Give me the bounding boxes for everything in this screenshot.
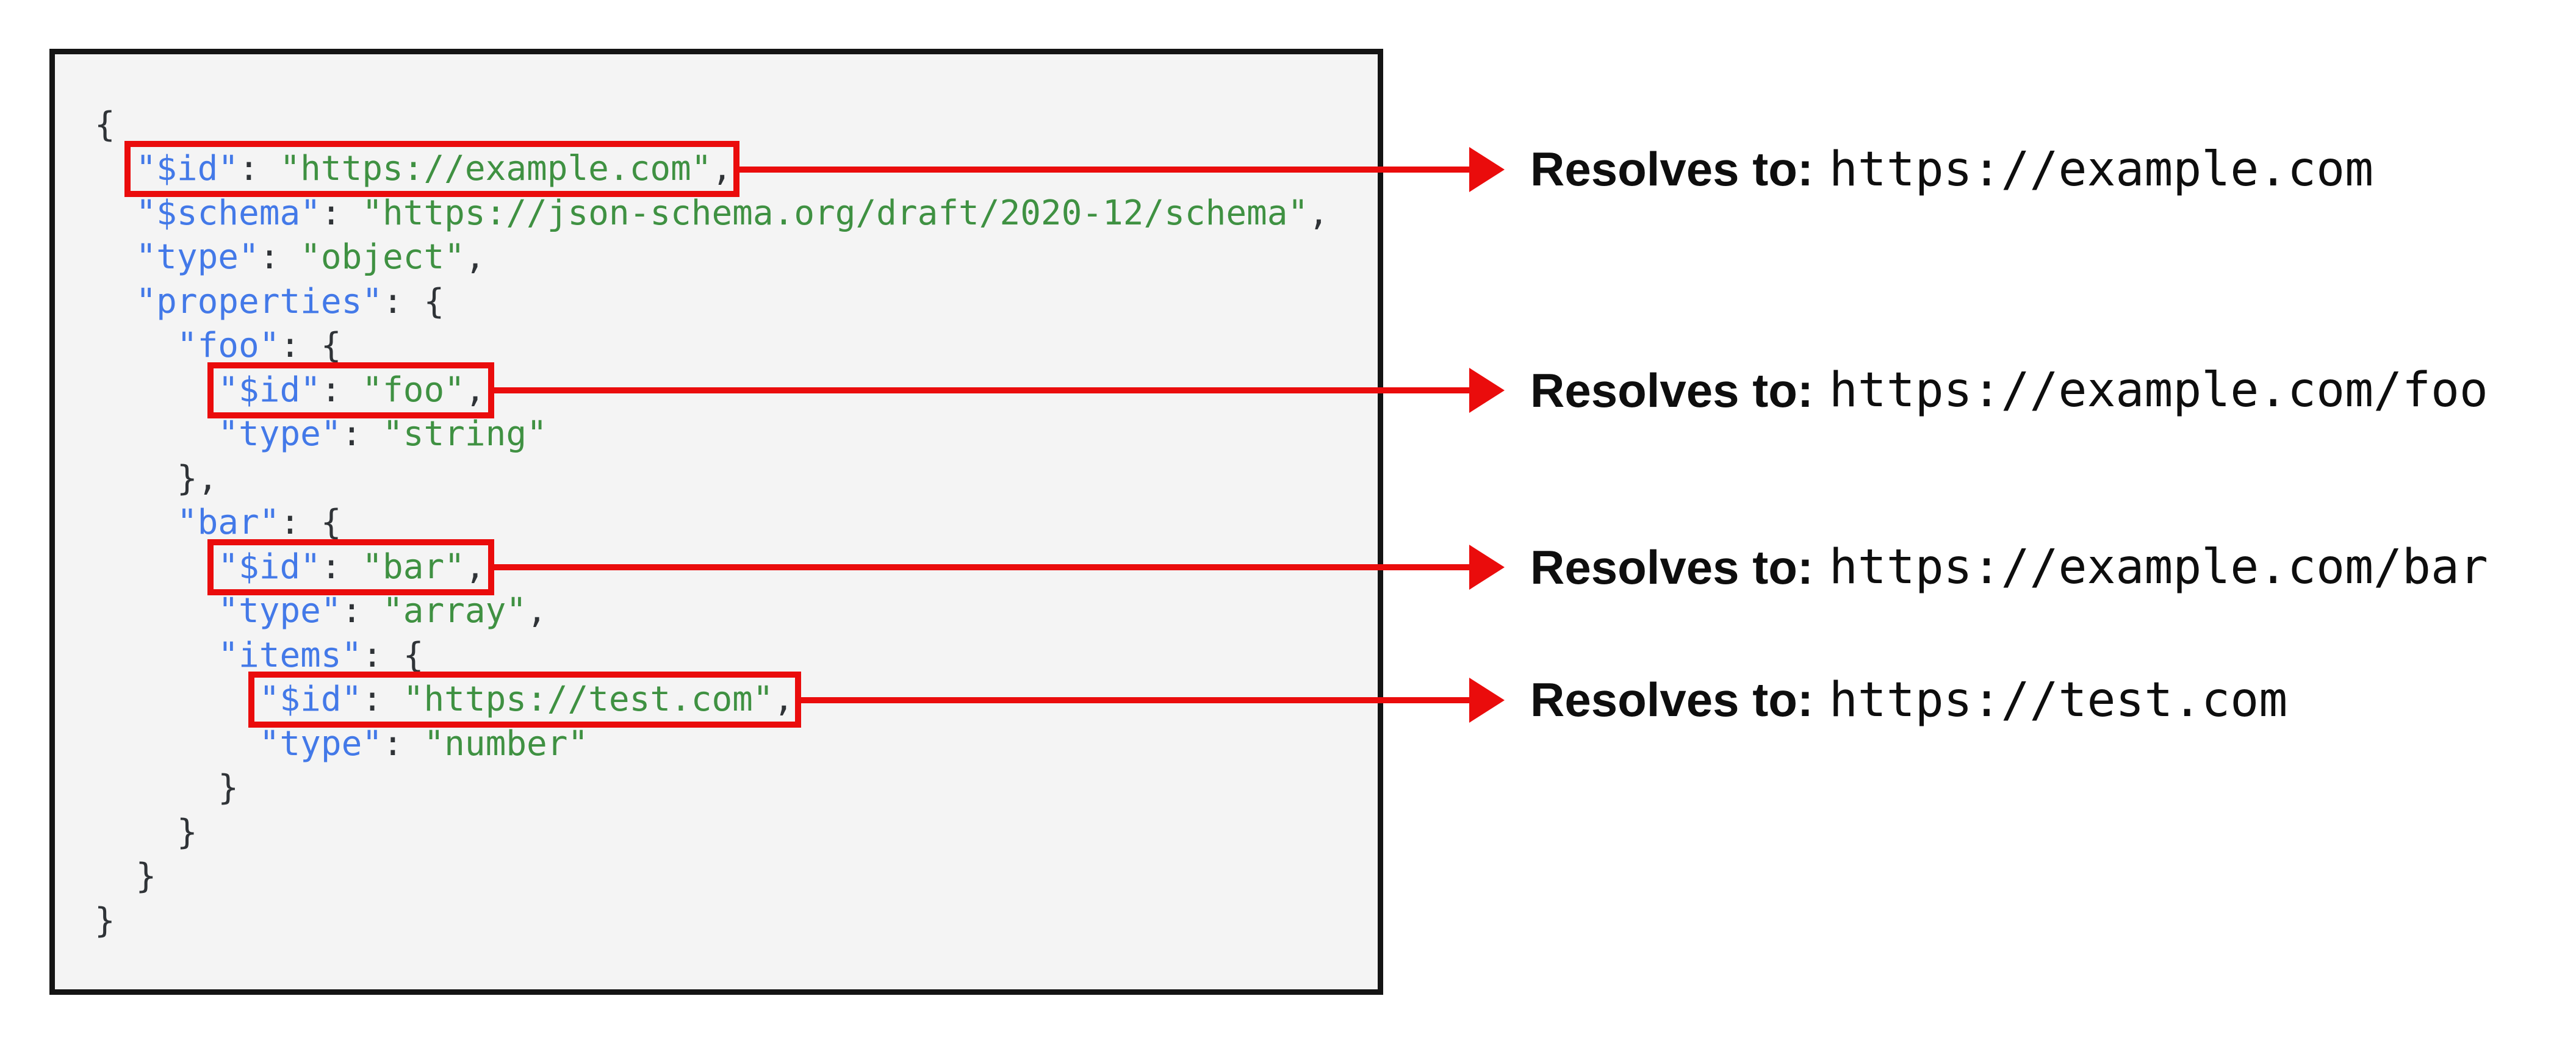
- json-punctuation: ,: [711, 149, 733, 189]
- json-string-value: "https://json-schema.org/draft/2020-12/s…: [362, 193, 1309, 233]
- json-punctuation: ,: [773, 679, 794, 720]
- arrow-head-icon-4: [1469, 677, 1505, 723]
- resolved-url-3: https://example.com/bar: [1829, 540, 2488, 595]
- json-punctuation: ,: [527, 591, 547, 631]
- json-punctuation: {: [95, 104, 115, 145]
- code-line: "$schema": "https://json-schema.org/draf…: [95, 192, 1329, 236]
- code-line-highlighted: "$id": "https://example.com",: [95, 147, 732, 192]
- highlight-box-bar-id: [207, 539, 494, 595]
- code-line: },: [95, 457, 218, 501]
- code-line: "foo": {: [95, 324, 342, 368]
- resolves-label-1: Resolves to: https://example.com: [1530, 133, 2373, 206]
- json-key: "$schema": [135, 193, 321, 233]
- json-key: "$id": [218, 547, 321, 587]
- code-line: }: [95, 811, 198, 855]
- json-punctuation: ,: [464, 547, 486, 587]
- json-punctuation: ,: [464, 370, 486, 410]
- code-line: }: [95, 899, 115, 944]
- json-punctuation: :: [320, 547, 362, 587]
- resolves-to-text-3: Resolves to:: [1530, 540, 1813, 594]
- resolved-url-4: https://test.com: [1829, 672, 2288, 728]
- arrow-line-1: [736, 166, 1469, 173]
- json-key: "type": [135, 237, 259, 278]
- json-punctuation: }: [218, 768, 239, 808]
- arrow-line-2: [491, 387, 1469, 393]
- code-line: "bar": {: [95, 501, 342, 545]
- resolves-label-3: Resolves to: https://example.com/bar: [1530, 531, 2488, 604]
- json-punctuation: },: [176, 458, 218, 498]
- arrow-head-icon-1: [1469, 146, 1505, 192]
- json-punctuation: : {: [383, 281, 445, 321]
- resolves-label-2: Resolves to: https://example.com/foo: [1530, 354, 2488, 427]
- highlight-box-root-id: [124, 141, 739, 197]
- code-line-highlighted: "$id": "https://test.com",: [95, 678, 794, 722]
- code-block-panel: [49, 49, 1383, 995]
- resolves-label-4: Resolves to: https://test.com: [1530, 664, 2287, 737]
- json-string-value: "https://example.com": [279, 149, 712, 189]
- code-line: }: [95, 766, 239, 811]
- json-punctuation: : {: [279, 503, 342, 543]
- arrow-line-3: [491, 564, 1469, 570]
- code-line: "items": {: [95, 634, 423, 678]
- json-key: "properties": [135, 281, 383, 321]
- code-line: "type": "number": [95, 722, 588, 767]
- resolves-to-text-1: Resolves to:: [1530, 142, 1813, 196]
- json-key: "bar": [176, 503, 280, 543]
- json-punctuation: :: [239, 149, 280, 189]
- json-string-value: "object": [300, 237, 465, 278]
- code-line: "type": "string": [95, 412, 547, 457]
- json-string-value: "array": [383, 591, 527, 631]
- json-string-value: "string": [383, 414, 547, 454]
- json-punctuation: ,: [464, 237, 486, 278]
- json-punctuation: :: [320, 193, 362, 233]
- resolved-url-1: https://example.com: [1829, 142, 2374, 197]
- json-punctuation: }: [176, 812, 198, 852]
- resolves-to-text-2: Resolves to:: [1530, 363, 1813, 417]
- highlight-box-items-id: [248, 672, 801, 728]
- json-punctuation: :: [383, 723, 424, 764]
- json-key: "$id": [259, 679, 362, 720]
- code-line-highlighted: "$id": "bar",: [95, 545, 486, 590]
- json-key: "$id": [218, 370, 321, 410]
- json-punctuation: :: [341, 414, 383, 454]
- json-string-value: "https://test.com": [403, 679, 774, 720]
- json-punctuation: }: [95, 900, 115, 941]
- arrow-line-4: [797, 697, 1469, 703]
- code-line: "properties": {: [95, 280, 444, 324]
- arrow-head-icon-3: [1469, 545, 1505, 590]
- arrow-head-icon-2: [1469, 368, 1505, 413]
- json-key: "items": [218, 635, 362, 675]
- highlight-box-foo-id: [207, 362, 494, 418]
- json-punctuation: :: [341, 591, 383, 631]
- json-punctuation: :: [259, 237, 301, 278]
- json-key: "foo": [176, 326, 280, 366]
- json-string-value: "bar": [362, 547, 465, 587]
- code-line: "type": "object",: [95, 235, 486, 280]
- json-punctuation: ,: [1308, 193, 1329, 233]
- resolved-url-2: https://example.com/foo: [1829, 363, 2488, 418]
- resolves-to-text-4: Resolves to:: [1530, 673, 1813, 726]
- code-line: {: [95, 103, 115, 148]
- json-punctuation: : {: [362, 635, 424, 675]
- json-punctuation: :: [320, 370, 362, 410]
- json-key: "$id": [135, 149, 239, 189]
- code-line-highlighted: "$id": "foo",: [95, 368, 486, 413]
- json-punctuation: }: [135, 856, 157, 897]
- json-punctuation: :: [362, 679, 403, 720]
- json-key: "type": [259, 723, 383, 764]
- code-line: "type": "array",: [95, 589, 547, 634]
- json-string-value: "number": [423, 723, 589, 764]
- json-punctuation: : {: [279, 326, 342, 366]
- json-key: "type": [218, 414, 342, 454]
- json-string-value: "foo": [362, 370, 465, 410]
- code-line: }: [95, 855, 156, 899]
- json-key: "type": [218, 591, 342, 631]
